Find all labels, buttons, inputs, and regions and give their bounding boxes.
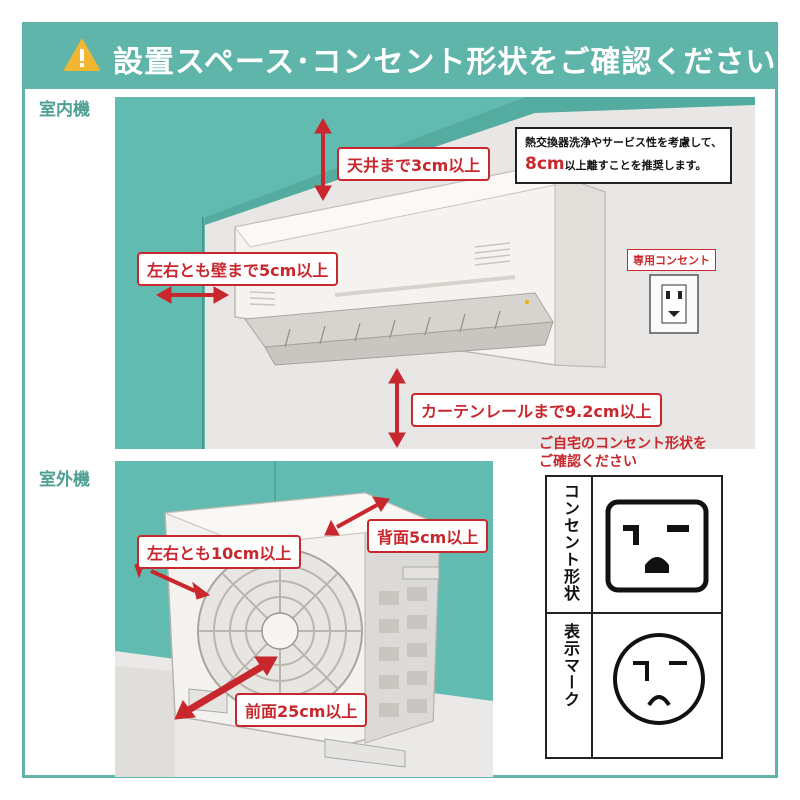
outlet-shape-icon bbox=[605, 499, 709, 593]
ceiling-clearance-label: 天井まで3cm以上 bbox=[337, 147, 491, 181]
header-bar: 設置スペース･コンセント形状をご確認ください bbox=[25, 25, 775, 89]
front-clearance-label: 前面25cm以上 bbox=[235, 693, 368, 727]
warning-icon bbox=[64, 39, 100, 71]
prompt-line-1: ご自宅のコンセント形状を bbox=[539, 436, 707, 452]
outlet-shape-row-label: コンセント形状 bbox=[561, 483, 580, 602]
outlet-shape-table: コンセント形状 表示マーク bbox=[545, 475, 723, 759]
outdoor-section-label: 室外機 bbox=[39, 470, 90, 490]
prompt-line-2: ご確認ください bbox=[539, 454, 637, 471]
indoor-side-clearance-label: 左右とも壁まで5cm以上 bbox=[137, 252, 339, 286]
note-line-1: 熱交換器洗浄やサービス性を考慮して、 bbox=[525, 136, 723, 149]
curtain-clearance-label: カーテンレールまで9.2cm以上 bbox=[411, 393, 662, 427]
table-divider-horizontal bbox=[547, 612, 721, 614]
outdoor-side-clearance-label: 左右とも10cm以上 bbox=[137, 535, 302, 569]
note-line-2-rest: 以上離すことを推奨します。 bbox=[564, 159, 707, 173]
display-mark-icon bbox=[613, 633, 705, 725]
back-clearance-label: 背面5cm以上 bbox=[367, 519, 489, 553]
dedicated-outlet-label: 専用コンセント bbox=[627, 249, 716, 271]
outlet-check-prompt: ご自宅のコンセント形状を ご確認ください bbox=[539, 435, 707, 471]
note-line-2: 8cm以上離すことを推奨します。 bbox=[525, 151, 722, 177]
page-frame: 設置スペース･コンセント形状をご確認ください 室内機 bbox=[22, 22, 778, 778]
note-highlight: 8cm bbox=[525, 154, 565, 175]
table-divider-vertical bbox=[591, 477, 593, 757]
indoor-section-label: 室内機 bbox=[39, 100, 90, 120]
recommendation-note: 熱交換器洗浄やサービス性を考慮して、 8cm以上離すことを推奨します。 bbox=[515, 127, 733, 185]
outdoor-scene: 左右とも10cm以上 背面5cm以上 前面25cm以上 bbox=[115, 461, 493, 777]
outdoor-illustration bbox=[115, 461, 493, 777]
page-title: 設置スペース･コンセント形状をご確認ください bbox=[113, 45, 777, 80]
display-mark-row-label: 表示マーク bbox=[561, 623, 580, 708]
indoor-scene: 天井まで3cm以上 熱交換器洗浄やサービス性を考慮して、 8cm以上離すことを推… bbox=[115, 97, 755, 449]
